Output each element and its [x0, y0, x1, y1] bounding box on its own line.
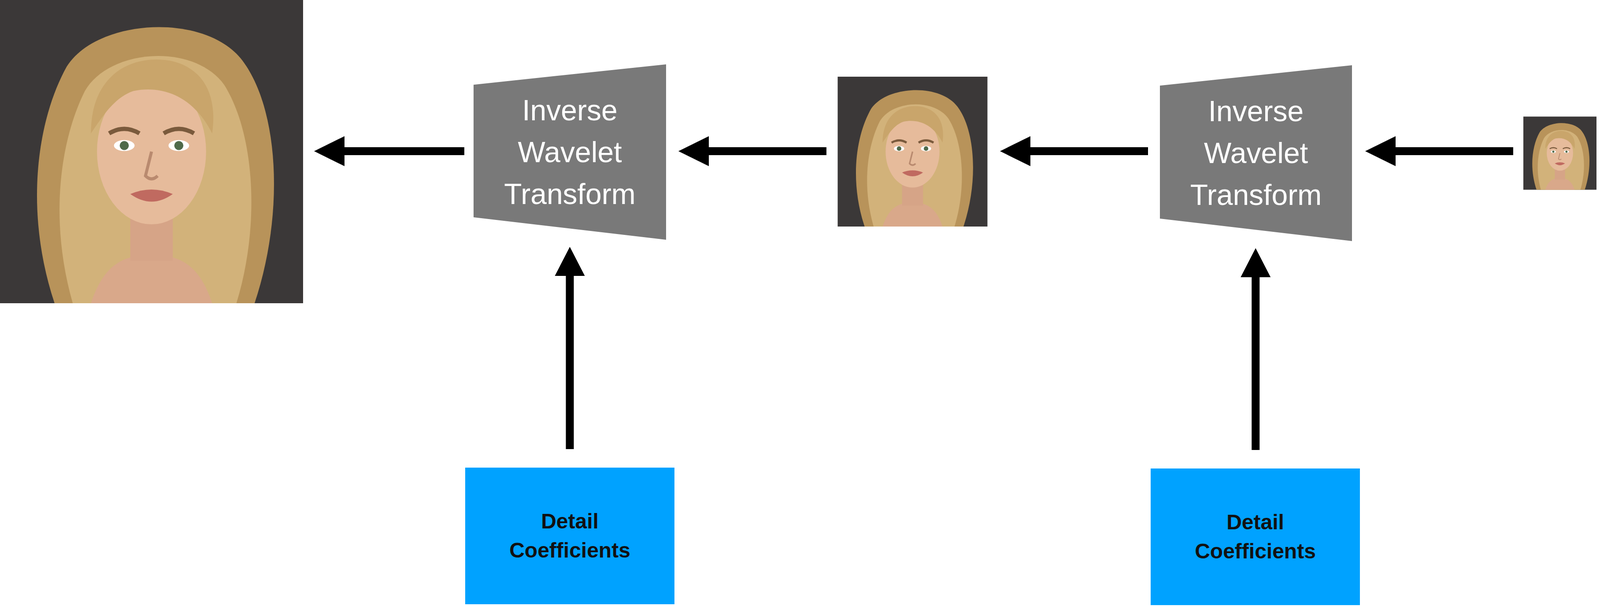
coefficient-label: Detail Coefficients [497, 506, 643, 565]
face-image-small [1523, 116, 1597, 190]
box-fill [465, 467, 675, 604]
coefficient-label: Detail Coefficients [1182, 507, 1329, 566]
flow-arrow [1000, 136, 1149, 167]
flow-arrow [678, 136, 827, 167]
connector-arrow [1240, 248, 1271, 450]
transform-trapezoid: Inverse Wavelet Transform [473, 64, 667, 240]
flow-arrow [1365, 136, 1514, 167]
transform-label: Inverse Wavelet Transform [1183, 90, 1329, 216]
transform-trapezoid: Inverse Wavelet Transform [1159, 65, 1352, 241]
box-fill [1150, 468, 1360, 605]
flow-arrow [314, 136, 465, 167]
connector-arrow [555, 246, 586, 449]
face-image-large [0, 0, 304, 304]
transform-label: Inverse Wavelet Transform [497, 89, 643, 215]
coefficient-box: Detail Coefficients [1150, 468, 1360, 605]
face-image-medium [837, 76, 988, 227]
coefficient-box: Detail Coefficients [465, 467, 675, 604]
